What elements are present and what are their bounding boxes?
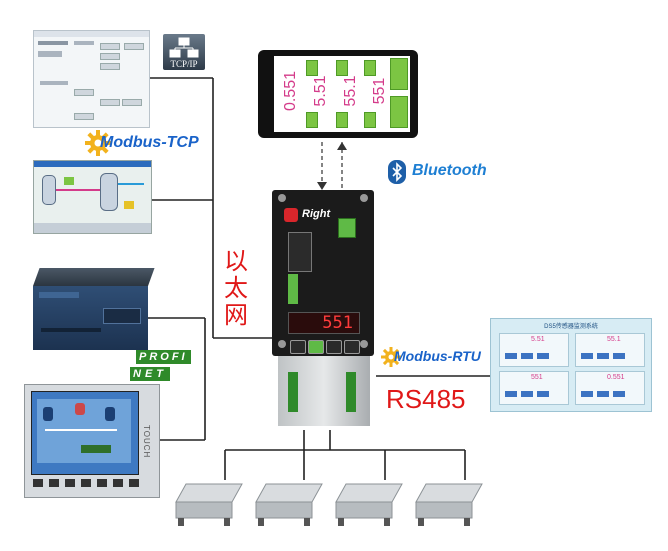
- screw: [360, 194, 368, 202]
- rtu-value-4: 0.551: [607, 374, 625, 381]
- device-display-value: 551: [322, 313, 353, 333]
- screw: [360, 340, 368, 348]
- bluetooth-logo: Bluetooth: [388, 160, 508, 186]
- rtu-value-2: 55.1: [607, 336, 621, 343]
- pc-software-screenshot: [33, 30, 150, 128]
- ethernet-char-1: 以: [224, 247, 248, 275]
- scale-1: [175, 483, 243, 526]
- module-port: [338, 218, 356, 238]
- brand-logo-icon: [284, 208, 298, 222]
- scale-2: [255, 483, 323, 526]
- terminal-block: [288, 274, 298, 304]
- ethernet-label: 以 太 网: [224, 248, 260, 329]
- rtu-value-3: 551: [531, 374, 543, 381]
- phone-btn: [336, 60, 348, 76]
- ethernet-char-2: 太: [224, 274, 248, 302]
- key: [326, 340, 342, 354]
- hmi-touch-panel: TOUCH: [24, 384, 160, 498]
- modbus-rtu-label: Modbus-RTU: [394, 348, 481, 364]
- key: [308, 340, 324, 354]
- rtu-value-1: 5.51: [531, 336, 545, 343]
- scale-4: [415, 483, 483, 526]
- scale-3: [335, 483, 403, 526]
- phone-btn: [336, 112, 348, 128]
- bluetooth-icon: [388, 160, 406, 184]
- ethernet-port: [288, 232, 312, 272]
- gear-icon: [85, 130, 111, 156]
- phone-btn: [364, 112, 376, 128]
- phone-btn: [364, 60, 376, 76]
- key: [344, 340, 360, 354]
- screw: [278, 194, 286, 202]
- touch-label: TOUCH: [142, 425, 151, 459]
- phone: 0.551 5.51 55.1 551: [258, 50, 418, 138]
- plc-device: [33, 268, 155, 350]
- tcpip-icon: TCP/IP: [163, 34, 205, 70]
- side-terminal: [346, 372, 356, 412]
- side-terminal: [288, 372, 298, 412]
- arrow-up: [337, 142, 347, 150]
- ethernet-char-3: 网: [224, 301, 248, 329]
- phone-btn: [390, 58, 408, 90]
- key: [290, 340, 306, 354]
- rtu-monitor-screen: DS5传感器监测系统 5.51 55.1 551 0.551: [490, 318, 652, 412]
- phone-btn: [306, 60, 318, 76]
- phone-btn: [306, 112, 318, 128]
- arrow-down: [317, 182, 327, 190]
- scada-screenshot: [33, 160, 152, 234]
- tcpip-label: TCP/IP: [170, 59, 198, 69]
- profinet-logo: PROFI NET: [128, 348, 202, 384]
- bluetooth-label: Bluetooth: [412, 162, 487, 179]
- phone-btn: [390, 96, 408, 128]
- profinet-bottom: NET: [130, 367, 170, 381]
- weighing-controller: Right 551: [272, 190, 374, 430]
- brand-label: Right: [302, 208, 331, 220]
- modbus-rtu-logo: Modbus-RTU: [380, 345, 492, 369]
- gear-icon: [381, 347, 401, 367]
- profinet-top: PROFI: [136, 350, 191, 364]
- modbus-tcp-label: Modbus-TCP: [100, 134, 199, 151]
- rs485-label: RS485: [386, 384, 466, 414]
- screw: [278, 340, 286, 348]
- modbus-tcp-logo: Modbus-TCP: [84, 129, 224, 157]
- rtu-title: DS5传感器监测系统: [544, 324, 598, 330]
- display-window: 551: [288, 312, 360, 334]
